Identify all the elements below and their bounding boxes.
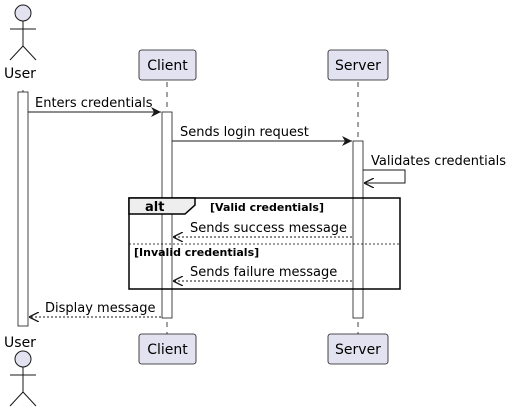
participant-label-user-top: User — [4, 66, 36, 82]
participant-server-bottom: Server — [327, 333, 389, 365]
actor-user-bottom: User — [4, 335, 37, 407]
actor-user-top: User — [4, 4, 37, 82]
message-sends-success-message: Sends success message — [173, 221, 352, 237]
guard-valid-credentials: [Valid credentials] — [210, 201, 324, 214]
message-label-enters-credentials: Enters credentials — [35, 96, 153, 111]
message-label-sends-failure-message: Sends failure message — [190, 265, 337, 280]
activation-user — [17, 91, 29, 327]
participant-label-user-bottom: User — [4, 335, 36, 351]
message-label-sends-login-request: Sends login request — [180, 125, 309, 140]
alt-fragment: alt [Valid credentials] [Invalid credent… — [128, 197, 401, 290]
participant-client-top: Client — [138, 49, 197, 81]
guard-invalid-credentials: [Invalid credentials] — [134, 246, 259, 259]
message-label-sends-success-message: Sends success message — [190, 221, 347, 236]
actor-head-icon — [14, 4, 32, 22]
alt-keyword: alt — [145, 200, 164, 215]
participant-client-bottom: Client — [138, 333, 197, 365]
message-label-validates-credentials: Validates credentials — [371, 154, 506, 169]
activation-server — [352, 140, 364, 319]
message-label-display-message: Display message — [45, 301, 155, 316]
participant-server-top: Server — [327, 49, 389, 81]
participant-label-client-top: Client — [147, 58, 188, 74]
message-validates-credentials: Validates credentials — [363, 154, 506, 183]
actor-head-icon — [14, 350, 32, 368]
participant-label-server-bottom: Server — [335, 342, 381, 358]
participant-label-server-top: Server — [335, 58, 381, 74]
message-enters-credentials: Enters credentials — [28, 96, 161, 117]
message-sends-login-request: Sends login request — [172, 125, 352, 146]
activation-client — [161, 111, 173, 319]
message-sends-failure-message: Sends failure message — [173, 265, 352, 281]
participant-label-client-bottom: Client — [147, 342, 188, 358]
message-display-message: Display message — [29, 301, 161, 317]
